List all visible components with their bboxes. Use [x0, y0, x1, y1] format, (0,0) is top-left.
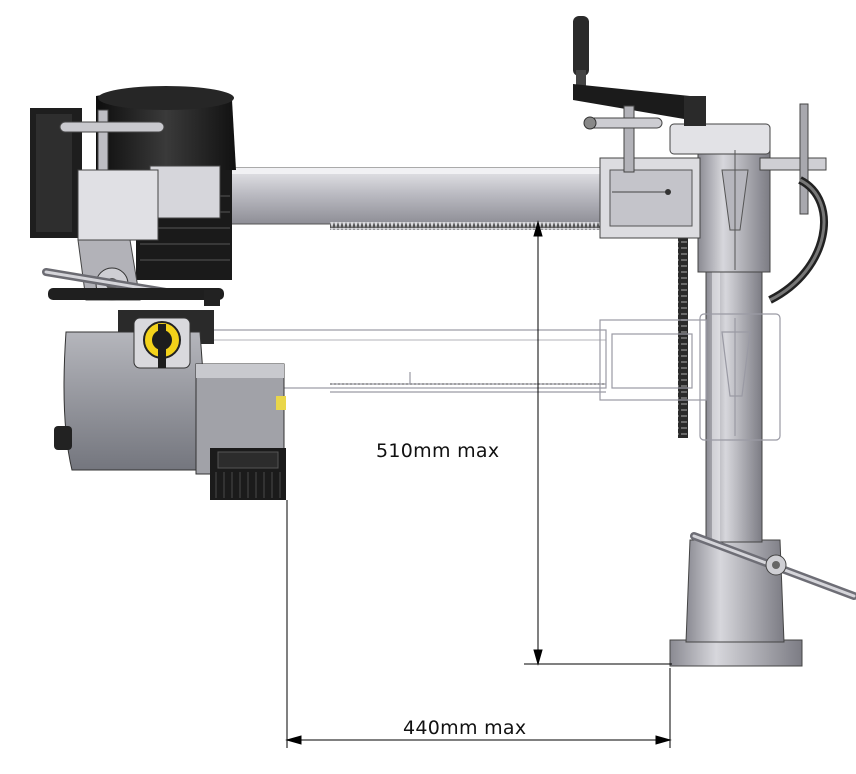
vertical-dimension-label: 510mm max	[376, 440, 499, 462]
horizontal-dimension-label: 440mm max	[403, 717, 526, 739]
vertical-rack	[678, 158, 688, 438]
arm-rack	[330, 222, 606, 230]
horizontal-arm	[213, 105, 701, 239]
lowered-arm-ghost	[199, 313, 781, 441]
base-plate	[669, 639, 803, 667]
adjustment-knob-icon[interactable]	[133, 317, 191, 369]
dimension-horizontal	[285, 500, 672, 748]
locking-lever-icon[interactable]	[42, 268, 224, 306]
feeder-housing	[54, 310, 286, 500]
locking-lever-icon[interactable]	[690, 532, 856, 600]
motor	[30, 86, 236, 301]
locking-lever-icon[interactable]	[583, 105, 663, 173]
crank-handle-icon[interactable]	[573, 16, 706, 126]
dimension-vertical	[524, 220, 672, 666]
column-head	[669, 103, 828, 438]
column-assembly	[669, 269, 856, 667]
